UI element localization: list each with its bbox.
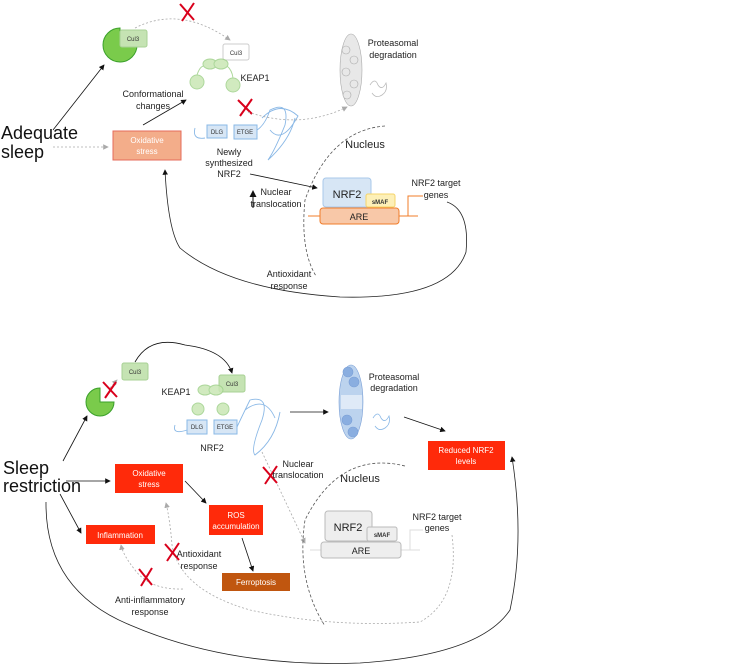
nucleus-label: Nucleus	[340, 473, 380, 485]
reduced-nrf2-box	[428, 441, 505, 470]
cul3-label: Cul3	[129, 370, 142, 376]
arrow-to-cul3	[52, 64, 105, 131]
ferroptosis-box	[222, 573, 290, 591]
arrow-conformational	[142, 99, 187, 126]
proteasome-icon	[339, 33, 363, 107]
nrf2-box	[322, 177, 372, 208]
cul3-free-box	[121, 362, 149, 381]
dotted-arrow-translocation	[261, 451, 306, 544]
dlg-label: DLG	[211, 130, 224, 136]
smaf-label: sMAF	[372, 200, 389, 206]
block-x-icon	[164, 542, 180, 562]
oxidative-stress-box	[112, 130, 182, 161]
cul3-bound-box	[119, 29, 148, 48]
nucleus-boundary	[303, 125, 386, 277]
arrow-to-nucleus	[249, 173, 318, 190]
dlg-box	[206, 124, 228, 139]
nrf2-label: NRF2	[333, 189, 362, 201]
etge-box	[233, 124, 258, 140]
block-x-icon	[102, 381, 118, 399]
are-box	[319, 207, 400, 225]
dotted-anti-inflammatory-arrow	[119, 544, 184, 590]
block-x-icon	[179, 2, 195, 22]
block-x-icon	[138, 567, 153, 587]
nrf2-label: NRF2	[334, 522, 363, 534]
ferroptosis-label: Ferroptosis	[236, 578, 276, 587]
keap1-icon	[191, 384, 230, 416]
nrf2-box	[324, 510, 373, 542]
dotted-arc-cul3	[134, 18, 231, 41]
nrf2-chain-icon	[194, 106, 299, 161]
oxidative-stress-box	[115, 464, 183, 493]
cul3-free-box	[222, 43, 250, 61]
nucleus-boundary	[302, 462, 406, 627]
etge-label: ETGE	[217, 425, 233, 431]
arrow-to-ros	[184, 480, 207, 504]
are-label: ARE	[352, 546, 371, 556]
pacman-protein-icon	[85, 387, 115, 417]
arrow-to-pacman	[62, 415, 88, 462]
etge-box	[213, 419, 238, 435]
keap1-label: KEAP1	[161, 387, 190, 397]
inflammation-box	[86, 525, 155, 544]
proteasome-icon	[338, 364, 364, 440]
dlg-label: DLG	[191, 425, 204, 431]
inflammation-label: Inflammation	[97, 531, 143, 540]
smaf-box	[365, 193, 396, 208]
restriction-to-reduced-arrow	[45, 456, 519, 664]
arrow-to-ferroptosis	[241, 537, 255, 572]
peptide-fragments-icon	[369, 80, 387, 97]
nucleus-label: Nucleus	[345, 139, 385, 151]
are-box	[320, 541, 402, 559]
arrow-to-inflammation	[59, 493, 82, 534]
keap1-icon	[189, 58, 241, 93]
nrf2-chain-icon	[174, 398, 281, 456]
peptide-fragments-icon	[372, 413, 390, 430]
arc-arrow-cul3	[134, 341, 234, 374]
nrf2-chain-label: NRF2	[200, 443, 224, 453]
smaf-box	[366, 526, 398, 542]
cul3-label: Cul3	[127, 37, 140, 43]
are-label: ARE	[350, 212, 369, 222]
block-x-icon	[237, 98, 253, 117]
dotted-arrow-degradation	[247, 106, 348, 121]
gene-line	[409, 529, 423, 550]
cul3-label: Cul3	[226, 382, 239, 388]
antioxidant-feedback-arrow	[162, 169, 467, 298]
keap1-label: KEAP1	[240, 73, 269, 83]
dlg-box	[186, 419, 208, 435]
dotted-antioxidant-arrow	[164, 502, 454, 624]
block-x-icon	[262, 465, 278, 485]
etge-label: ETGE	[237, 130, 253, 136]
gene-line	[407, 195, 423, 216]
arrow-to-reduced	[403, 416, 446, 433]
smaf-label: sMAF	[374, 533, 391, 539]
cul3-bound-box	[218, 374, 246, 393]
cul3-label: Cul3	[230, 51, 243, 57]
ros-box	[209, 505, 263, 535]
